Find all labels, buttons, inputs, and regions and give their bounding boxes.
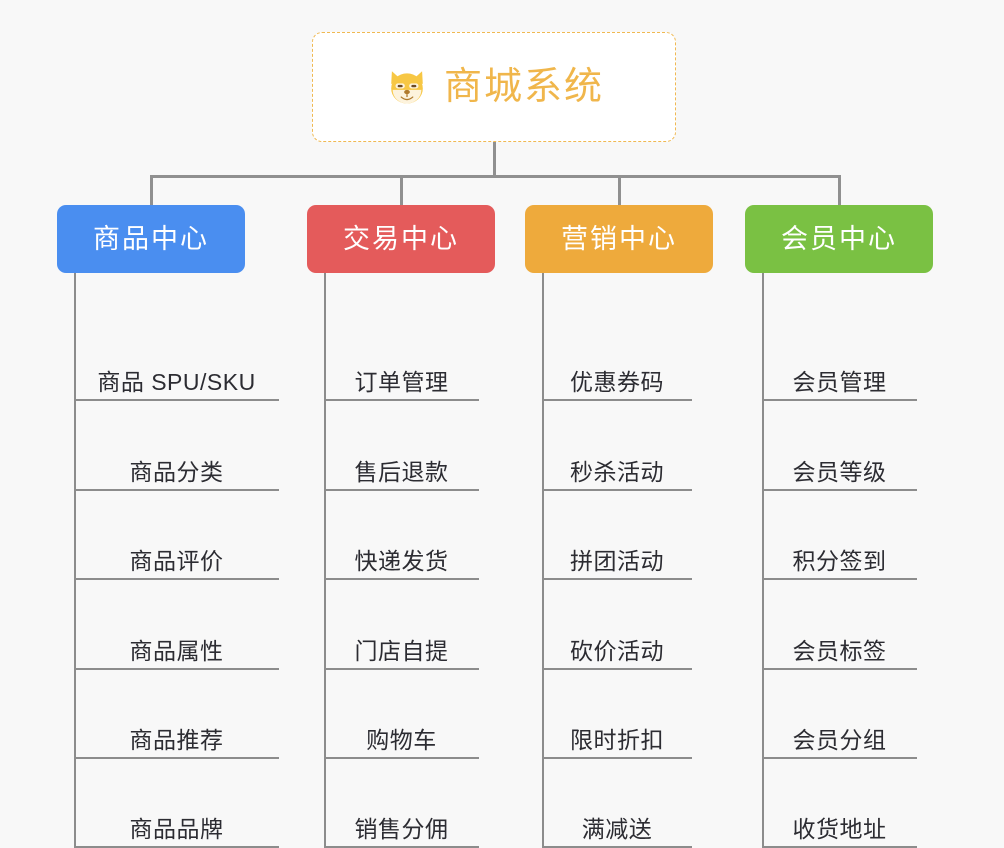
leaf-item-label: 销售分佣 <box>354 815 449 842</box>
leaf-item[interactable]: 售后退款 <box>324 416 479 491</box>
leaf-item[interactable]: 商品属性 <box>74 595 279 670</box>
leaf-item-label: 满减送 <box>581 815 653 842</box>
leaf-item[interactable]: 购物车 <box>324 684 479 759</box>
leaf-item[interactable]: 商品评价 <box>74 505 279 580</box>
leaf-item-label: 会员分组 <box>792 726 887 753</box>
leaf-item[interactable]: 会员标签 <box>762 595 917 670</box>
leaf-item[interactable]: 砍价活动 <box>542 595 692 670</box>
leaf-item[interactable]: 订单管理 <box>324 326 479 401</box>
leaf-item[interactable]: 销售分佣 <box>324 773 479 848</box>
leaf-item[interactable]: 商品分类 <box>74 416 279 491</box>
leaf-item[interactable]: 优惠券码 <box>542 326 692 401</box>
leaf-item[interactable]: 拼团活动 <box>542 505 692 580</box>
column-stem <box>542 273 544 848</box>
leaf-item[interactable]: 商品推荐 <box>74 684 279 759</box>
leaf-item[interactable]: 满减送 <box>542 773 692 848</box>
branch-header-3[interactable]: 会员中心 <box>745 205 933 273</box>
shiba-dog-face-icon <box>391 71 423 104</box>
leaf-item-label: 拼团活动 <box>570 547 664 574</box>
leaf-item-label: 秒杀活动 <box>570 458 664 485</box>
leaf-item-label: 会员标签 <box>792 637 887 664</box>
leaf-item[interactable]: 限时折扣 <box>542 684 692 759</box>
leaf-item-label: 积分签到 <box>792 547 887 574</box>
leaf-item[interactable]: 收货地址 <box>762 773 917 848</box>
leaf-item-label: 限时折扣 <box>570 726 664 753</box>
leaf-item-label: 商品属性 <box>129 637 224 664</box>
connector-drop-1 <box>400 175 403 207</box>
root-node[interactable]: 商城系统 <box>312 32 676 142</box>
branch-header-label: 商品中心 <box>93 223 209 254</box>
leaf-item-label: 商品分类 <box>129 458 224 485</box>
branch-header-0[interactable]: 商品中心 <box>57 205 245 273</box>
connector-drop-3 <box>838 175 841 207</box>
leaf-item-label: 商品推荐 <box>129 726 224 753</box>
leaf-item-label: 快递发货 <box>354 547 449 574</box>
branch-header-2[interactable]: 营销中心 <box>525 205 713 273</box>
leaf-item[interactable]: 会员分组 <box>762 684 917 759</box>
connector-drop-0 <box>150 175 153 207</box>
leaf-item-label: 砍价活动 <box>570 637 664 664</box>
leaf-item-label: 售后退款 <box>354 458 449 485</box>
branch-header-label: 会员中心 <box>781 223 897 254</box>
column-stem <box>324 273 326 848</box>
leaf-item-label: 商品评价 <box>129 547 224 574</box>
leaf-item[interactable]: 商品 SPU/SKU <box>74 326 279 401</box>
connector-drop-2 <box>618 175 621 207</box>
leaf-item[interactable]: 商品品牌 <box>74 773 279 848</box>
leaf-item[interactable]: 积分签到 <box>762 505 917 580</box>
column-stem <box>74 273 76 848</box>
leaf-item[interactable]: 快递发货 <box>324 505 479 580</box>
leaf-item-label: 门店自提 <box>354 637 449 664</box>
leaf-item[interactable]: 会员等级 <box>762 416 917 491</box>
connector-horizontal-bus <box>150 175 840 178</box>
leaf-item-label: 会员等级 <box>792 458 887 485</box>
leaf-item[interactable]: 门店自提 <box>324 595 479 670</box>
branch-header-label: 交易中心 <box>343 223 459 254</box>
leaf-item-label: 收货地址 <box>792 815 887 842</box>
leaf-item-label: 商品品牌 <box>129 815 224 842</box>
leaf-item-label: 优惠券码 <box>570 368 664 395</box>
leaf-item-label: 购物车 <box>366 726 437 753</box>
column-stem <box>762 273 764 848</box>
leaf-item-label: 会员管理 <box>792 368 887 395</box>
leaf-item[interactable]: 会员管理 <box>762 326 917 401</box>
root-title: 商城系统 <box>443 66 604 108</box>
connector-root-stem <box>493 142 496 177</box>
leaf-item[interactable]: 秒杀活动 <box>542 416 692 491</box>
leaf-item-label: 商品 SPU/SKU <box>97 368 256 395</box>
branch-header-1[interactable]: 交易中心 <box>307 205 495 273</box>
leaf-item-label: 订单管理 <box>354 368 449 395</box>
branch-header-label: 营销中心 <box>561 223 677 254</box>
